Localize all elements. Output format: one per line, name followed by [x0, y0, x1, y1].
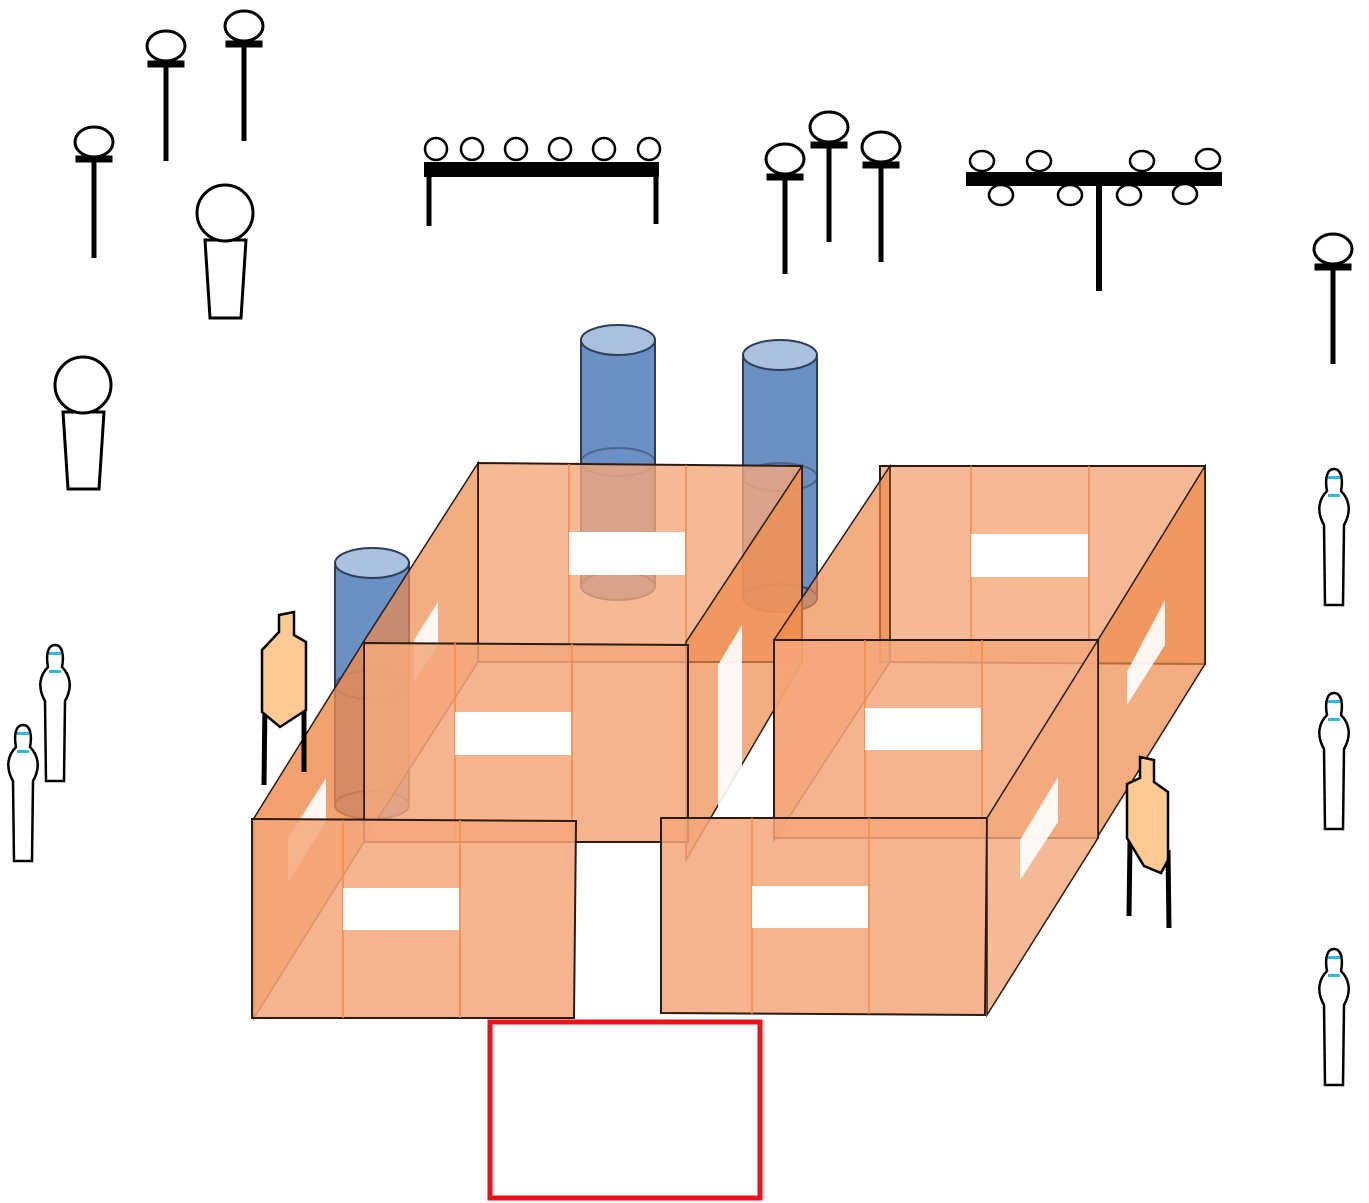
- plate: [591, 136, 617, 162]
- popper-target: [73, 125, 115, 258]
- plate: [459, 136, 485, 162]
- plate: [987, 183, 1015, 207]
- paper-target: [1125, 755, 1172, 929]
- bowling-pin: [1318, 947, 1350, 1087]
- no-shoot-target: [195, 183, 255, 320]
- popper-target: [1312, 232, 1354, 364]
- wall-bay-front-left: [363, 641, 689, 843]
- wall-bays: [251, 460, 1206, 1021]
- no-shoot-targets: [53, 183, 255, 491]
- popper-target: [764, 142, 806, 274]
- plate: [503, 136, 529, 162]
- plate: [636, 136, 662, 162]
- plate: [1025, 149, 1053, 173]
- bowling-pin: [7, 723, 39, 863]
- popper-target: [223, 9, 265, 141]
- plate-rack: [423, 136, 662, 226]
- plate: [1115, 183, 1143, 207]
- plate: [1171, 182, 1199, 206]
- paper-target: [260, 610, 308, 786]
- popper-targets: [73, 9, 1354, 364]
- plate: [1194, 147, 1222, 171]
- bowling-pins: [7, 467, 1350, 1087]
- plate: [1056, 183, 1084, 207]
- popper-target: [860, 130, 902, 262]
- bowling-pin: [1318, 691, 1350, 831]
- plate: [547, 136, 573, 162]
- wall-front-left: [251, 638, 578, 1021]
- no-shoot-target: [53, 355, 113, 491]
- bowling-pin: [1318, 467, 1350, 607]
- bowling-pin: [39, 643, 71, 783]
- start-box: [487, 1019, 763, 1201]
- plate: [1128, 149, 1156, 173]
- popper-target: [145, 29, 187, 161]
- plate: [968, 149, 996, 173]
- wall-front-right: [660, 637, 1099, 1018]
- plate-tree: [966, 147, 1222, 291]
- plate: [423, 136, 449, 162]
- popper-target: [808, 110, 850, 242]
- paper-targets: [260, 610, 1172, 929]
